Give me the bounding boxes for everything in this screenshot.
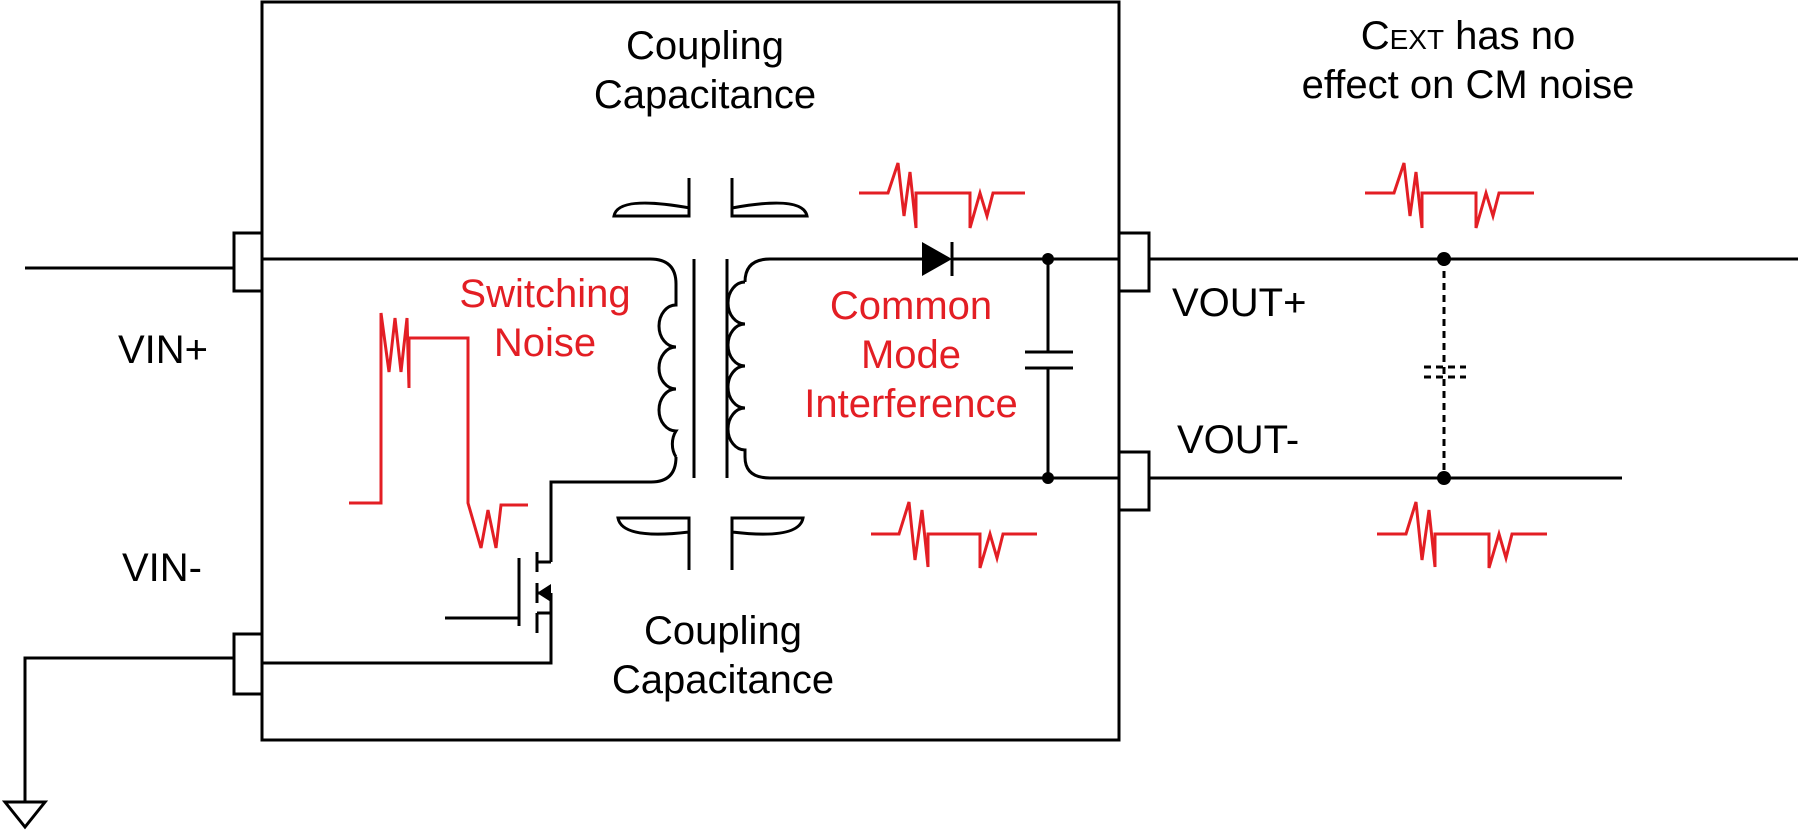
cext-subscript: EXT — [1389, 24, 1445, 55]
junction-dot — [1437, 471, 1451, 485]
cm-line2: Mode — [860, 332, 962, 377]
wire-secondary-bottom — [743, 456, 1119, 480]
mosfet-arrow — [537, 584, 551, 602]
secondary-winding — [726, 280, 747, 457]
junction-dot — [1042, 472, 1054, 484]
vout-minus-label: VOUT- — [1177, 418, 1300, 462]
cext-symbol: C — [1360, 14, 1390, 58]
switching-noise-label: Switching Noise — [430, 270, 660, 368]
primary-winding — [657, 284, 679, 458]
junction-dot — [1437, 252, 1451, 266]
noise-pulse-bottom-inner — [871, 501, 1037, 569]
coupling-capacitance-top-label: Coupling Capacitance — [565, 22, 845, 120]
cext-note: CEXT has no effect on CM noise — [1248, 12, 1688, 110]
wire-vin-minus-internal — [262, 611, 553, 665]
pin-vout-plus — [1117, 231, 1151, 293]
cext-note-rest: has no — [1444, 14, 1576, 58]
wire-secondary-top — [743, 257, 922, 283]
common-mode-interference-label: Common Mode Interference — [770, 282, 1052, 428]
diode-icon — [922, 242, 952, 276]
wire-vin-minus-external — [23, 656, 234, 802]
coupling-top-line1: Coupling — [626, 24, 784, 68]
coupling-capacitor-bottom-icon — [616, 516, 805, 570]
ground-icon — [1, 800, 49, 830]
pin-vout-minus — [1117, 450, 1151, 512]
pin-vin-minus — [232, 632, 264, 696]
noise-pulse-top-outer — [1365, 162, 1534, 229]
switching-noise-waveform — [349, 312, 528, 549]
switching-line1: Switching — [459, 272, 631, 316]
vout-plus-label: VOUT+ — [1172, 281, 1307, 325]
noise-pulse-bottom-outer — [1377, 501, 1547, 569]
switching-line2: Noise — [493, 320, 597, 365]
cm-line3: Interference — [804, 381, 1018, 426]
pin-vin-plus — [232, 231, 264, 293]
noise-pulse-top-inner — [859, 162, 1025, 229]
coupling-bottom-line2: Capacitance — [611, 657, 835, 702]
cext-note-line2: effect on CM noise — [1301, 62, 1635, 107]
cext-note-line1: CEXT has no — [1248, 12, 1688, 61]
coupling-capacitance-bottom-label: Coupling Capacitance — [583, 607, 863, 705]
coupling-top-line2: Capacitance — [593, 72, 817, 117]
coupling-bottom-line1: Coupling — [644, 609, 802, 653]
vin-plus-label: VIN+ — [118, 328, 209, 372]
vin-minus-label: VIN- — [122, 546, 202, 590]
junction-dot — [1042, 253, 1054, 265]
module-box — [260, 0, 1121, 742]
cm-line1: Common — [829, 284, 993, 328]
wire-vin-plus-internal — [262, 257, 678, 285]
coupling-capacitor-top-icon — [612, 178, 809, 218]
